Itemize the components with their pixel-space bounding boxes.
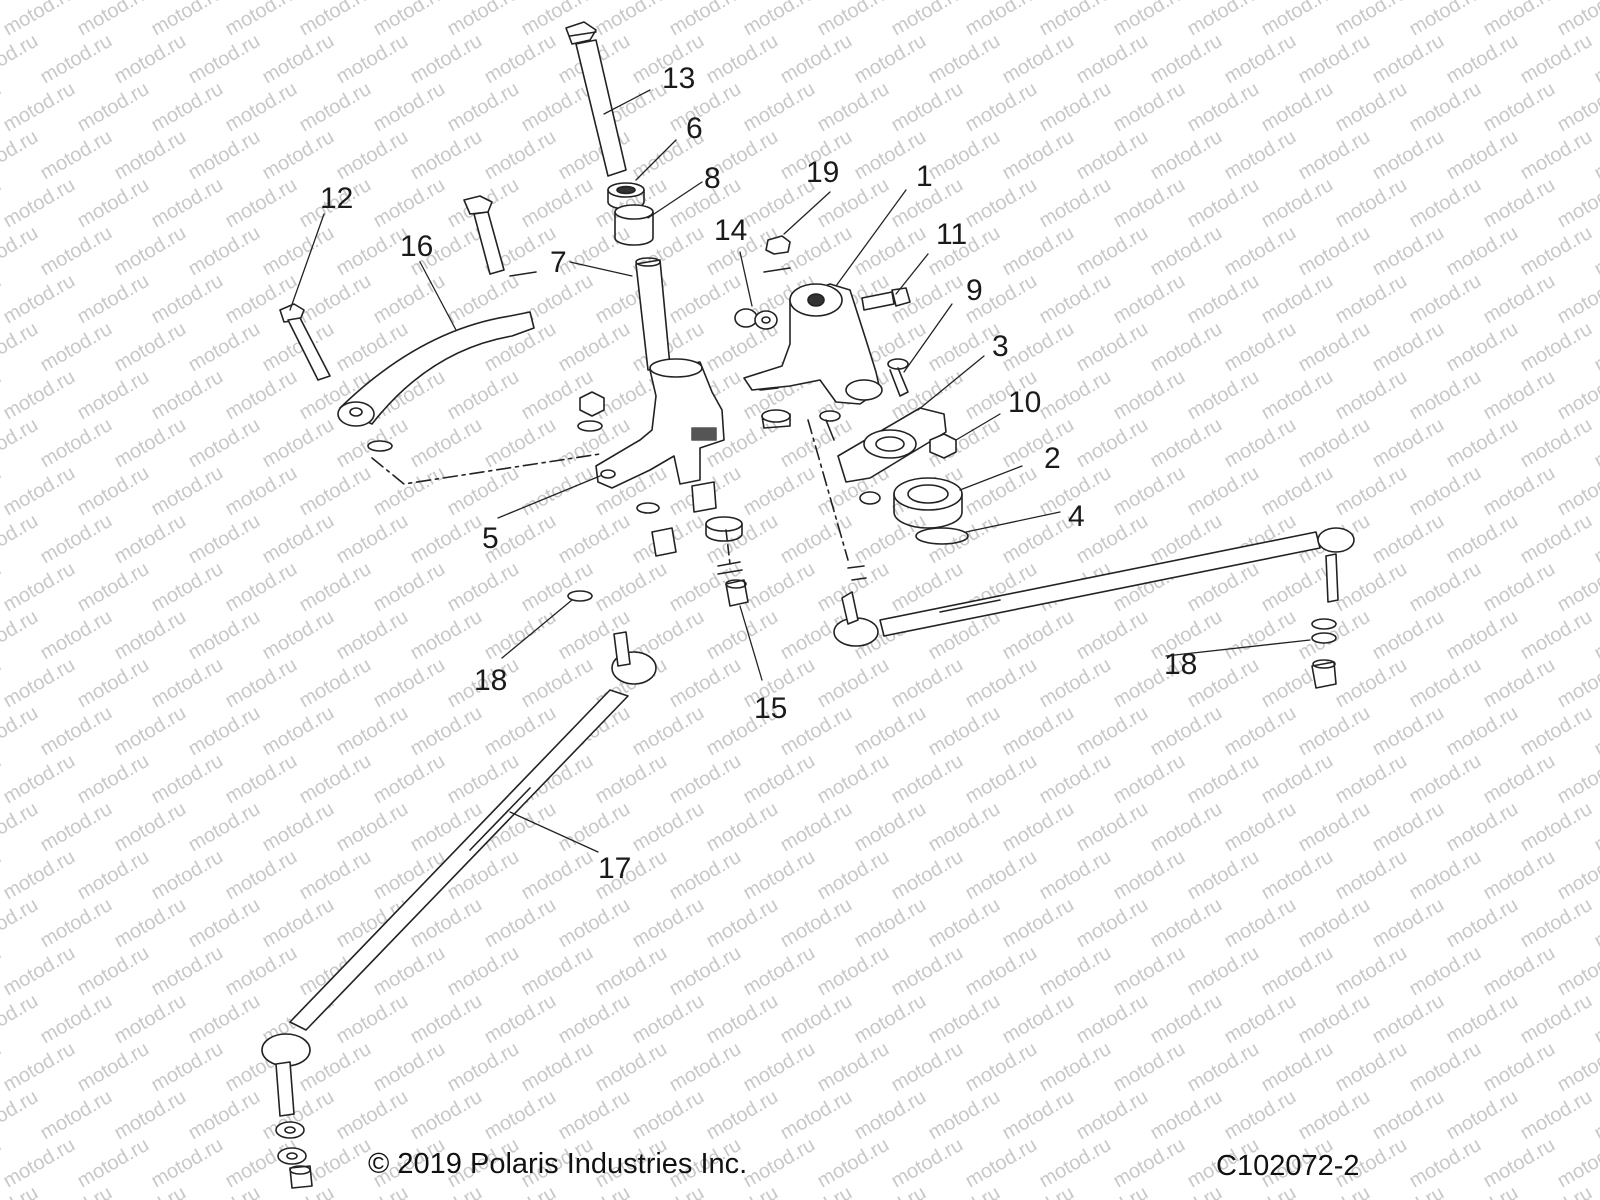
washers-14 bbox=[734, 308, 778, 330]
sleeve-7 bbox=[635, 257, 671, 371]
callout-6: 6 bbox=[686, 112, 703, 145]
washer-stack-bottom bbox=[275, 1121, 313, 1189]
steering-housing-1 bbox=[743, 283, 883, 405]
pivot-arm-5 bbox=[595, 358, 725, 489]
callout-16: 16 bbox=[400, 230, 434, 263]
callout-9: 9 bbox=[966, 274, 983, 307]
ring-4 bbox=[915, 527, 969, 545]
assembly-line-16-5 bbox=[371, 453, 601, 485]
washer-stack-15 bbox=[717, 561, 749, 607]
callout-17: 17 bbox=[598, 852, 632, 885]
callout-10: 10 bbox=[1008, 386, 1042, 419]
callout-18-right: 18 bbox=[1164, 648, 1198, 681]
callout-15: 15 bbox=[754, 692, 788, 725]
bolt-11 bbox=[861, 287, 911, 311]
callout-2: 2 bbox=[1044, 442, 1061, 475]
bolt-13 bbox=[565, 21, 627, 177]
callout-4: 4 bbox=[1068, 500, 1085, 533]
diagram-id: C102072-2 bbox=[1216, 1150, 1360, 1182]
assembly-line-15 bbox=[725, 529, 731, 565]
nut-10 bbox=[929, 433, 957, 459]
bearing-2 bbox=[893, 477, 963, 529]
link-arm-16 bbox=[337, 271, 537, 427]
washer-18-left bbox=[567, 590, 593, 602]
bolt-12 bbox=[279, 303, 331, 381]
callout-11: 11 bbox=[936, 218, 968, 251]
spacer-8 bbox=[614, 204, 654, 246]
pin-9 bbox=[887, 358, 909, 397]
bushing-6 bbox=[607, 182, 645, 210]
callout-19: 19 bbox=[806, 156, 840, 189]
callout-14: 14 bbox=[714, 214, 748, 247]
washer-16 bbox=[367, 440, 393, 452]
bolt-16-top bbox=[463, 195, 505, 275]
nut-19 bbox=[763, 235, 791, 273]
bushing-5-lower bbox=[691, 481, 743, 542]
callout-1: 1 bbox=[916, 160, 933, 193]
callout-18-left: 18 bbox=[474, 664, 508, 697]
tie-rod-right bbox=[833, 527, 1355, 647]
nut-5-left bbox=[577, 391, 677, 557]
washer-stack-18-right bbox=[1311, 618, 1337, 689]
washer-set-1-lower bbox=[759, 387, 881, 505]
callout-3: 3 bbox=[992, 330, 1009, 363]
copyright-notice: © 2019 Polaris Industries Inc. bbox=[368, 1148, 748, 1180]
callout-12: 12 bbox=[320, 182, 354, 215]
assembly-line-1 bbox=[807, 419, 849, 561]
callout-13: 13 bbox=[662, 62, 696, 95]
callout-8: 8 bbox=[704, 162, 721, 195]
tie-rod-17 bbox=[261, 631, 657, 1117]
callout-5: 5 bbox=[482, 522, 499, 555]
leader-lines bbox=[289, 89, 1311, 853]
callout-7: 7 bbox=[550, 246, 567, 279]
